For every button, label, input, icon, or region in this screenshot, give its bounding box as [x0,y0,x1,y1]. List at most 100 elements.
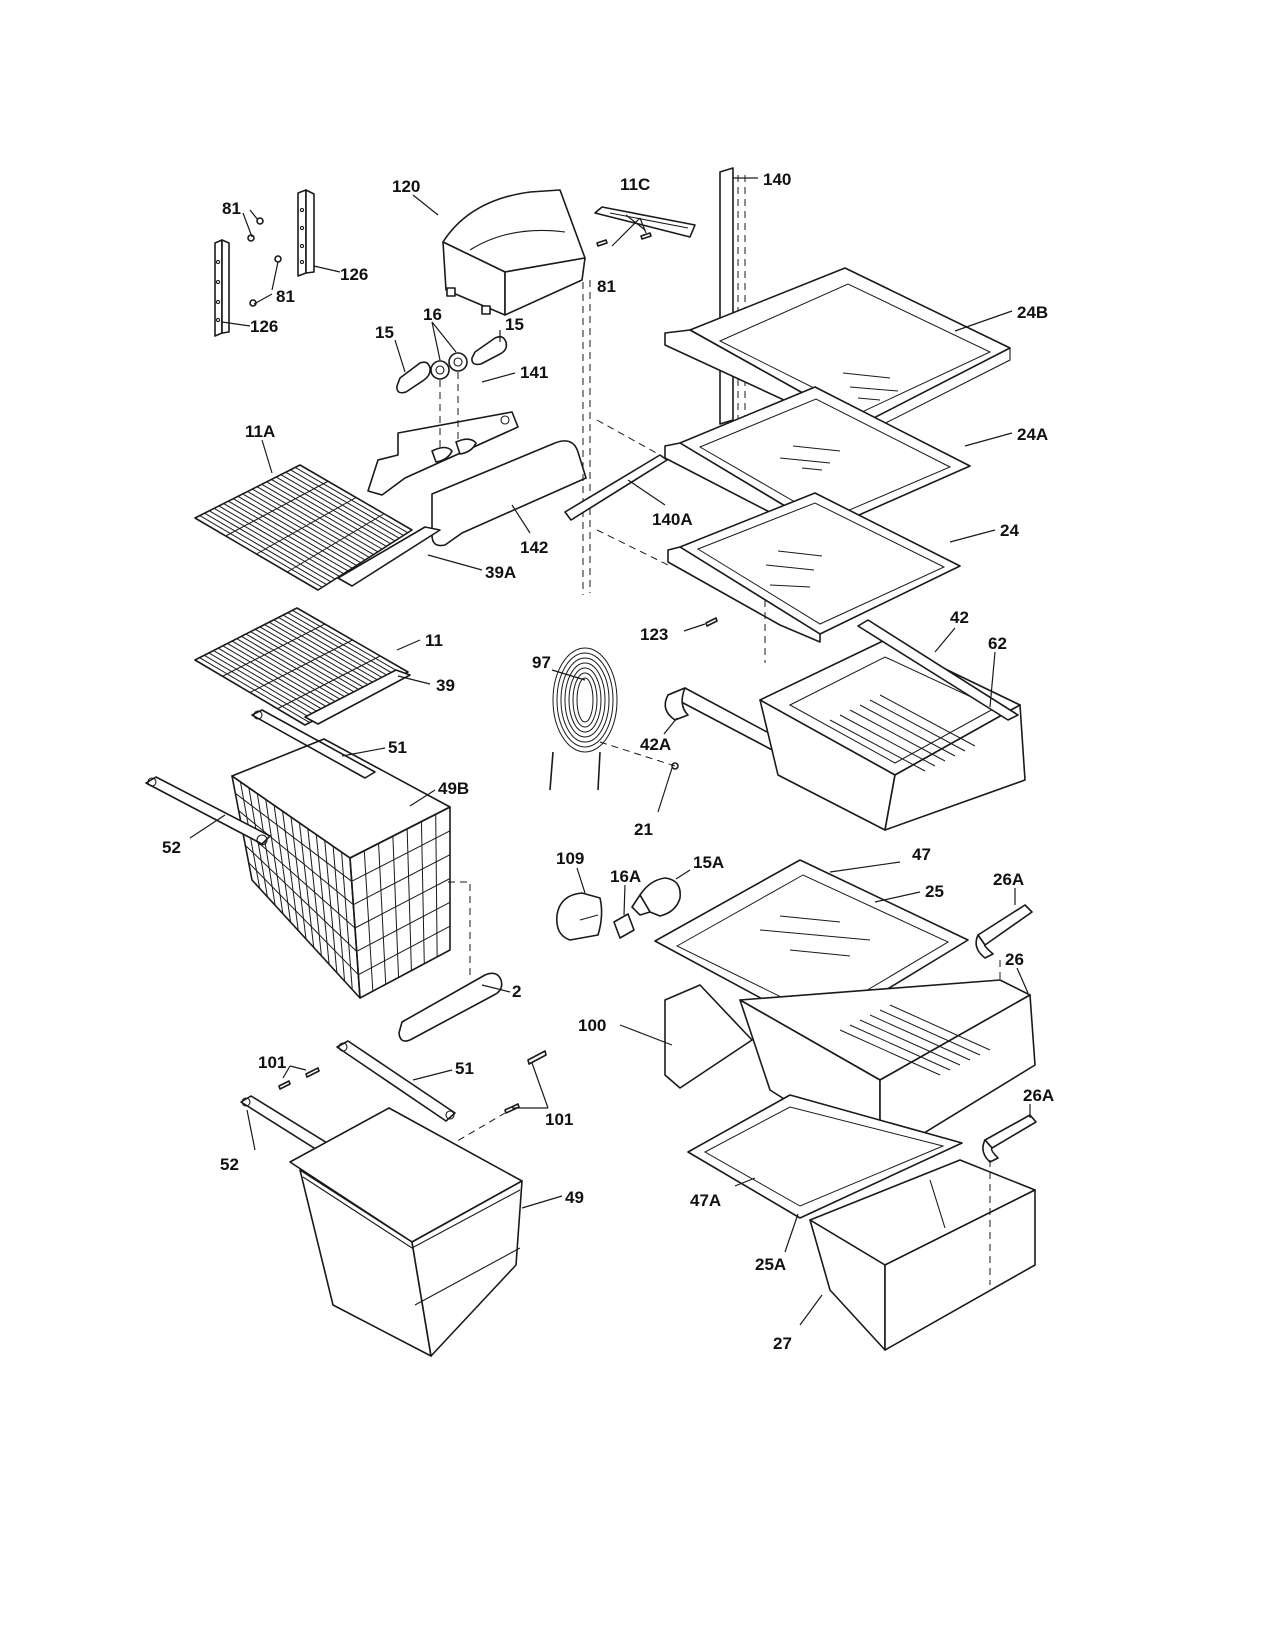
wire-line [859,704,956,757]
label-26A: 26A [993,870,1024,889]
wire-line [286,513,385,573]
socket-16 [430,352,468,380]
wire-line [222,623,325,677]
coil-loop [572,672,598,728]
label-21: 21 [634,820,653,839]
wire-line [248,862,359,976]
screw-123 [705,617,718,627]
label-15: 15 [375,323,394,342]
label-24A: 24A [1017,425,1048,444]
label-47A: 47A [690,1191,721,1210]
label-52: 52 [220,1155,239,1174]
slide-rail-51-lower [336,1040,456,1122]
wire-line [256,497,357,555]
wire-line [849,1024,951,1071]
label-140A: 140A [652,510,693,529]
shelf-support-140 [719,167,746,440]
bulb-15-right [471,335,508,366]
label-141: 141 [520,363,548,382]
wire-line [879,694,976,747]
coil-loop [564,662,606,738]
label-15: 15 [505,315,524,334]
assembly-guide-2 [448,881,471,975]
label-16A: 16A [610,867,641,886]
coil-loop [556,652,614,748]
shelf-cover-11C [594,206,696,238]
label-109: 109 [556,849,584,868]
slide-rail-52-upper [145,776,271,846]
glass-shelf-24 [667,492,961,643]
label-11: 11 [425,631,443,650]
wire-line [238,810,354,906]
wire-line [829,719,926,772]
pan-bracket-26A-upper [975,904,1033,959]
screws-101 [278,1050,547,1114]
label-81: 81 [222,199,241,218]
label-11A: 11A [245,422,275,441]
crisper-pan-62 [759,639,1026,831]
wire-line [277,655,381,710]
wire-line [839,714,936,767]
heater-coil-97 [549,647,618,791]
coil-loop [560,657,610,743]
coil-loop [576,677,594,723]
light-cover-109 [555,892,603,941]
label-140: 140 [763,170,791,189]
wire-line [879,1009,981,1056]
divider-panel-100 [664,984,753,1089]
label-15A: 15A [693,853,724,872]
bulb-15A [631,877,682,917]
label-39A: 39A [485,563,516,582]
label-24: 24 [1000,521,1019,540]
label-24B: 24B [1017,303,1048,322]
dairy-bin-120 [442,189,586,316]
label-42: 42 [950,608,969,627]
wire-line [356,901,451,952]
shelf-ladder-81 [582,280,591,595]
label-27: 27 [773,1334,792,1353]
basket-guard-2 [398,972,503,1042]
label-42A: 42A [640,735,671,754]
label-11C: 11C [620,175,650,194]
shelf-trim-39 [304,669,411,725]
label-25: 25 [925,882,944,901]
label-81: 81 [276,287,295,306]
wire-line [597,751,601,791]
label-49B: 49B [438,779,469,798]
wire-line [358,925,451,976]
wire-line [889,1004,991,1051]
shelf-support-140A [564,454,668,521]
wire-line [353,854,451,906]
wire-line [839,1029,941,1076]
label-51: 51 [388,738,407,757]
part-number-labels: 120 81 126 81 126 15 16 15 141 11A 142 3… [162,170,1054,1353]
label-100: 100 [578,1016,606,1035]
wire-line [849,709,946,762]
light-shield-142 [431,440,587,547]
coil-loop [568,667,602,733]
crisper-pan-27 [809,1159,1036,1351]
label-142: 142 [520,538,548,557]
wire-shelf-11A [194,464,413,591]
wire-line [249,639,353,693]
wire-line [225,480,329,537]
crisper-drawer-49 [289,1107,523,1357]
label-49: 49 [565,1188,584,1207]
label-97: 97 [532,653,551,672]
wire-line [354,878,451,929]
shelf-trim-39A [337,526,441,587]
pan-bracket-26A-lower [982,1114,1037,1163]
label-2: 2 [512,982,521,1001]
mounting-bracket-126-right [297,189,315,277]
label-126: 126 [250,317,278,336]
label-123: 123 [640,625,668,644]
label-51: 51 [455,1059,474,1078]
label-26: 26 [1005,950,1024,969]
label-120: 120 [392,177,420,196]
bulb-15-left [396,361,431,394]
assembly-guide-24 [596,529,766,663]
coil-loop [552,647,618,753]
label-26A: 26A [1023,1086,1054,1105]
label-126: 126 [340,265,368,284]
